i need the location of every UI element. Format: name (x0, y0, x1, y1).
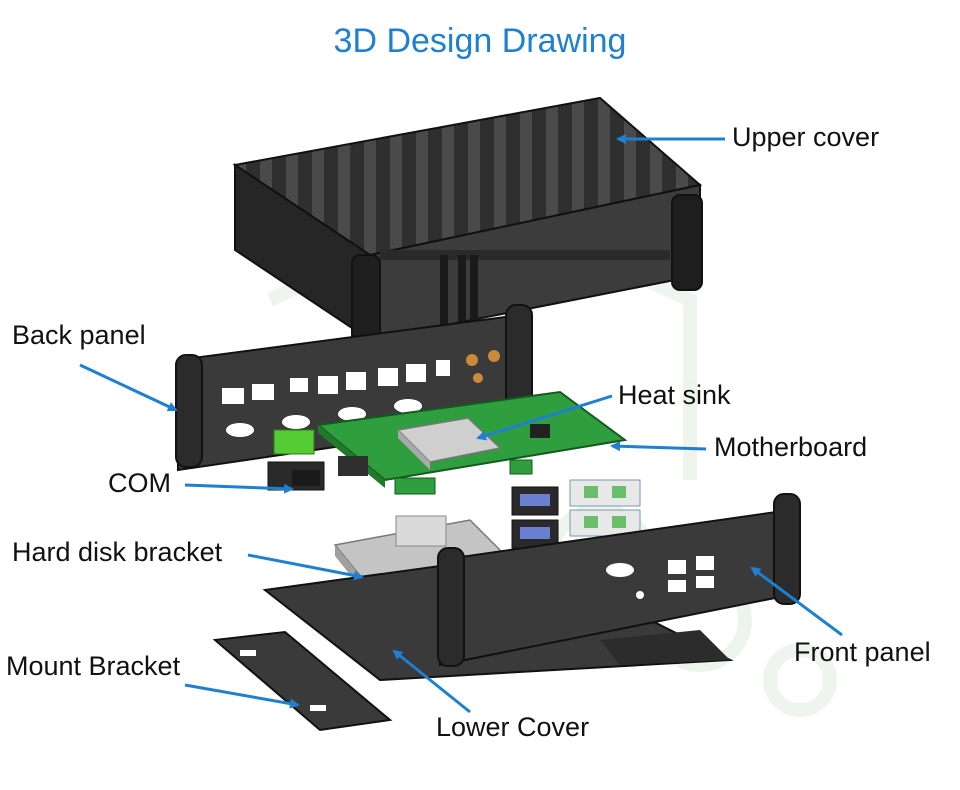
arrow-hard-disk-bracket (247, 553, 364, 581)
label-motherboard: Motherboard (714, 432, 868, 462)
page-title: 3D Design Drawing (333, 22, 627, 60)
arrow-motherboard (610, 441, 707, 452)
leader-arrows (79, 134, 843, 714)
arrow-heat-sink (476, 394, 613, 441)
label-heat-sink: Heat sink (618, 380, 731, 410)
arrow-front-panel (750, 566, 843, 637)
label-upper-cover: Upper cover (732, 122, 880, 152)
mount-bracket-part (212, 630, 393, 732)
arrow-back-panel (79, 363, 178, 412)
front-panel-part (437, 493, 801, 667)
label-back-panel: Back panel (12, 320, 146, 350)
arrow-com (184, 483, 294, 494)
label-hard-disk-bracket: Hard disk bracket (12, 537, 223, 567)
label-com: COM (108, 468, 171, 498)
label-lower-cover: Lower Cover (436, 712, 590, 742)
label-mount-bracket: Mount Bracket (6, 651, 181, 681)
heat-sink-part (396, 417, 502, 470)
upper-cover-part (232, 96, 703, 365)
com-part (267, 456, 368, 491)
label-front-panel: Front panel (794, 637, 931, 667)
io-modules (511, 479, 641, 549)
arrow-lower-cover (392, 649, 471, 714)
arrow-mount-bracket (184, 683, 300, 709)
